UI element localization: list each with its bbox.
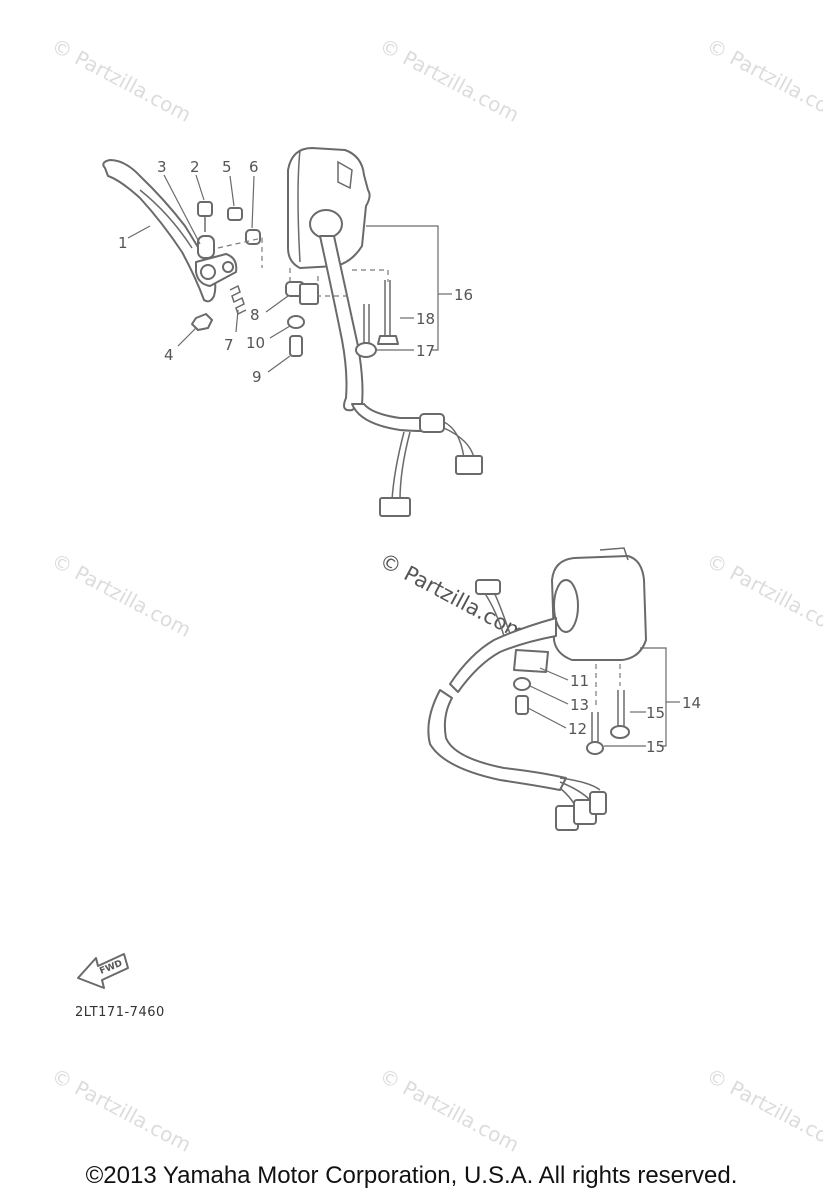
throttle-bore: [553, 579, 579, 633]
switch-screw-short: [355, 342, 377, 358]
callout-12: 12: [568, 720, 587, 738]
callout-18: 18: [416, 310, 435, 328]
callout-17: 17: [416, 342, 435, 360]
callout-10: 10: [246, 334, 265, 352]
fwd-arrow: FWD: [77, 953, 129, 989]
callout-5: 5: [222, 158, 232, 176]
connector: [475, 579, 501, 595]
screw: [289, 335, 303, 357]
right-switch-housing: [551, 555, 647, 661]
right-switch-harness: [427, 689, 567, 791]
callout-11: 11: [570, 672, 589, 690]
callout-1: 1: [118, 234, 128, 252]
lever-collar: [197, 235, 215, 259]
callout-7: 7: [224, 336, 234, 354]
adjuster-nut: [245, 229, 261, 245]
switch-screw: [610, 725, 630, 739]
screw: [515, 695, 529, 715]
callout-3: 3: [157, 158, 167, 176]
connector: [455, 455, 483, 475]
watermark-text: © Partzilla.com: [376, 33, 524, 127]
pivot-hole: [200, 264, 216, 280]
lever-bolt-head: [197, 201, 213, 217]
callout-15-lower: 15: [646, 738, 665, 756]
left-switch-assembly: [285, 147, 483, 517]
adjuster-screw: [227, 207, 243, 221]
copyright-notice: ©2013 Yamaha Motor Corporation, U.S.A. A…: [85, 1162, 738, 1189]
callout-15-upper: 15: [646, 704, 665, 722]
right-switch-cable: [449, 617, 557, 693]
harness-sleeve: [419, 413, 445, 433]
washer: [513, 677, 531, 691]
watermark-text: © Partzilla.com: [48, 33, 196, 127]
switch-cable: [319, 235, 364, 412]
pivot-nut: [191, 313, 213, 331]
callout-14: 14: [682, 694, 701, 712]
clutch-switch-body: [299, 283, 319, 305]
left-switch-housing: [287, 147, 371, 269]
leader-lines: [127, 174, 680, 747]
watermark-text: © Partzilla.com: [703, 548, 823, 642]
callout-4: 4: [164, 346, 174, 364]
callout-13: 13: [570, 696, 589, 714]
right-switch-assembly: [427, 547, 647, 831]
callout-8: 8: [250, 306, 260, 324]
watermark-text: © Partzilla.com: [703, 1063, 823, 1157]
callout-2: 2: [190, 158, 200, 176]
watermark-text-center: © Partzilla.com: [376, 548, 530, 645]
callout-16: 16: [454, 286, 473, 304]
callout-labels: 1 2 3 4 5 6 7 8 9 10 18 17 16 11 13 12 1…: [118, 158, 701, 756]
switch-screw: [586, 741, 604, 755]
callout-6: 6: [249, 158, 259, 176]
pivot-hole: [222, 261, 234, 273]
watermark-text: © Partzilla.com: [48, 1063, 196, 1157]
handlebar-bore: [309, 209, 343, 239]
watermark-text: © Partzilla.com: [376, 1063, 524, 1157]
watermark-text: © Partzilla.com: [703, 33, 823, 127]
connector: [379, 497, 411, 517]
callout-9: 9: [252, 368, 262, 386]
switch-screw-long: [377, 335, 399, 345]
lever-spring: [229, 284, 247, 316]
connector: [589, 791, 607, 815]
drawing-code: 2LT171-7460: [75, 1005, 165, 1020]
watermark-text: © Partzilla.com: [48, 548, 196, 642]
washer: [287, 315, 305, 329]
lever-assembly: [102, 159, 263, 331]
front-stop-switch: [513, 649, 549, 673]
